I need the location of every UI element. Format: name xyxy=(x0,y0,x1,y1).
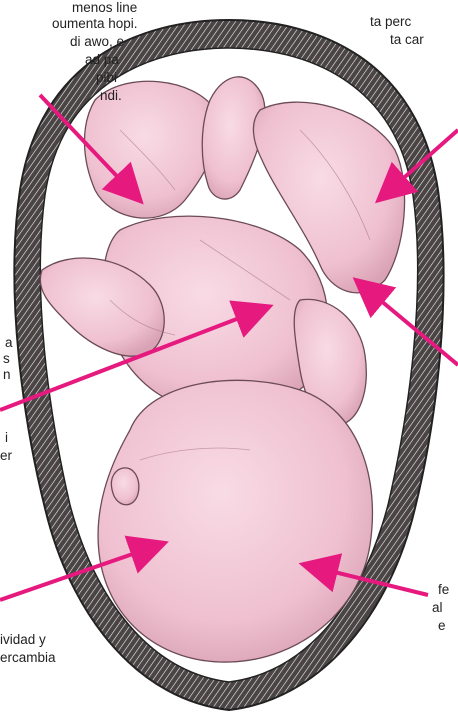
label-line: al xyxy=(432,600,443,616)
label-line: a xyxy=(5,335,13,351)
label-line: s xyxy=(3,351,10,367)
label-line: menos line xyxy=(72,0,137,16)
label-line: pibi xyxy=(96,70,117,86)
label-line: i xyxy=(5,430,8,446)
label-line: ad pa xyxy=(85,52,119,68)
label-line: fe xyxy=(438,582,449,598)
label-line: er xyxy=(0,448,12,464)
label-line: ividad y xyxy=(0,632,46,648)
label-line: ercambia xyxy=(0,650,56,666)
label-line: oumenta hopi. xyxy=(52,16,138,32)
fetus-head xyxy=(98,380,372,662)
label-line: n xyxy=(3,367,11,383)
fetus-ear xyxy=(111,468,139,505)
label-line: ta car xyxy=(390,32,424,48)
label-line: di awo, e xyxy=(70,34,124,50)
label-line: ndi. xyxy=(100,88,122,104)
label-line: e xyxy=(438,618,446,634)
label-line: ta perc xyxy=(370,14,411,30)
